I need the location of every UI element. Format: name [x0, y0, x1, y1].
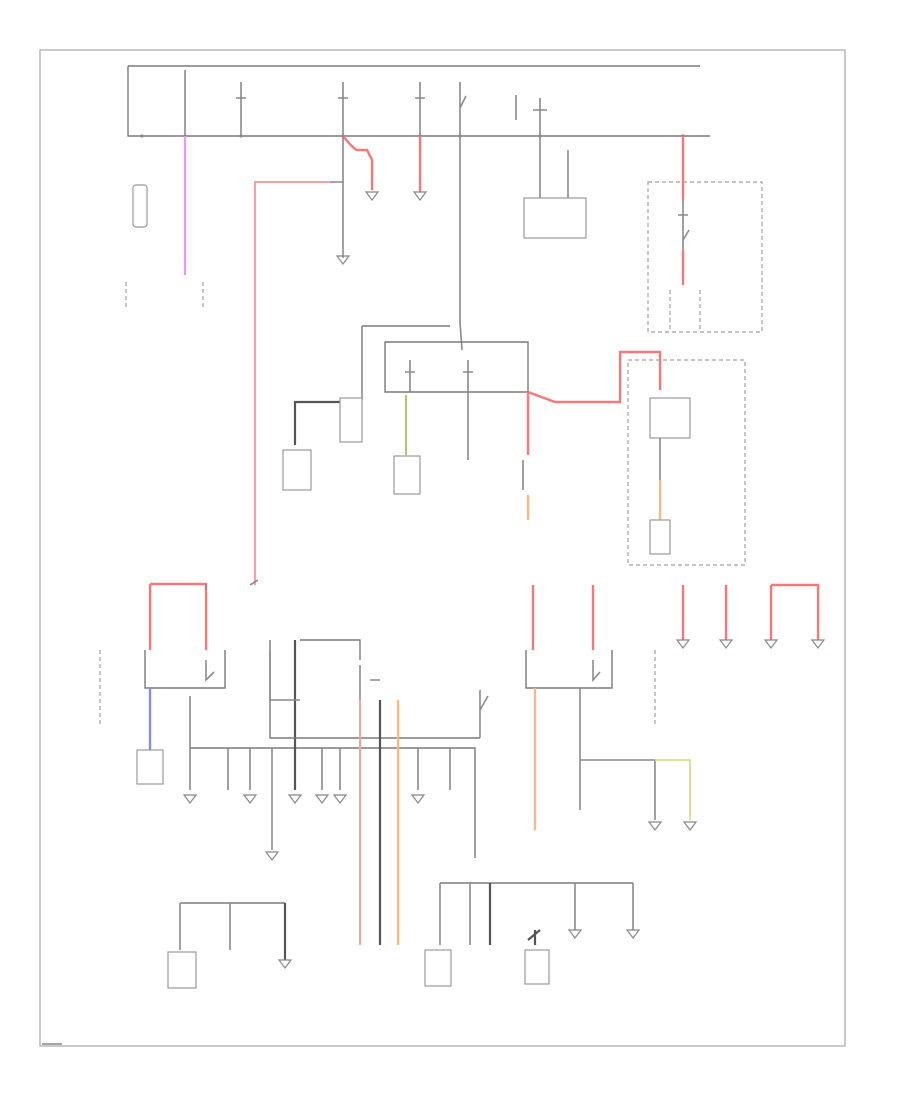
bottom-branch — [424, 882, 641, 987]
resistor-box — [649, 519, 671, 555]
left-relay-box — [136, 749, 164, 785]
sensor-box-bottom-left — [167, 951, 197, 989]
central-bus — [189, 639, 489, 945]
battery-wire — [125, 136, 204, 310]
relay-group-right — [525, 585, 698, 831]
top-grounds — [335, 136, 428, 265]
fuse-relay-box — [649, 397, 691, 439]
center-distribution — [282, 136, 662, 520]
control-module-top — [523, 136, 587, 239]
diagram-frame — [39, 49, 846, 1047]
starter-relay-box — [339, 397, 363, 443]
relay-box-mid-right — [627, 359, 746, 566]
fuse-box-top — [127, 65, 710, 138]
grounds-bottom-left — [182, 794, 426, 861]
relay-group-left — [99, 582, 226, 785]
bottom-control-box — [424, 949, 452, 987]
relay-block-top-right — [647, 136, 763, 333]
bottom-left-branch — [167, 902, 293, 989]
battery-sensor-box — [132, 184, 148, 228]
grounds-far-right — [675, 583, 826, 649]
generator-box — [282, 449, 312, 491]
control-module-box — [523, 197, 587, 239]
relay-unit-box — [393, 455, 421, 495]
main-red-feed — [249, 135, 374, 586]
bottom-switch-box — [524, 949, 550, 985]
